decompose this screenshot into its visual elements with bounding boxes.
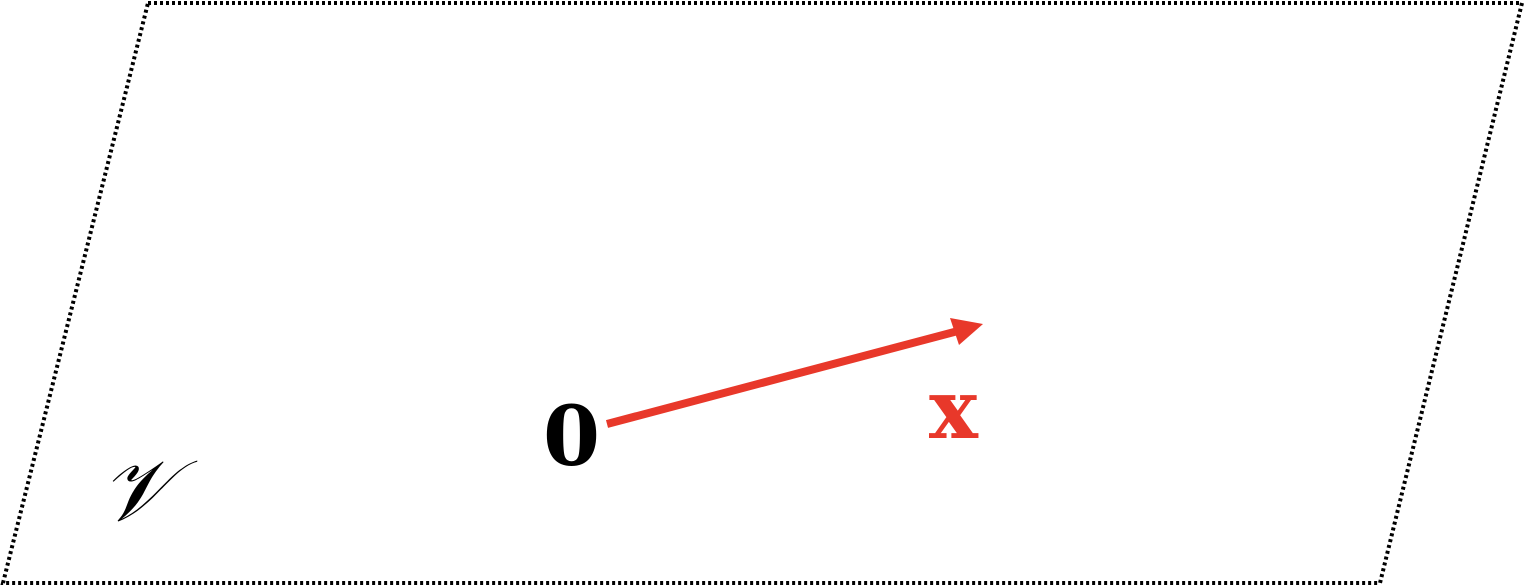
vector-x-arrowhead (950, 318, 983, 345)
origin-label: 0 (543, 389, 600, 485)
vector-x-shaft (605, 327, 960, 428)
vector-space-label: 𝒱 (100, 441, 198, 541)
vector-label: x (929, 362, 979, 458)
